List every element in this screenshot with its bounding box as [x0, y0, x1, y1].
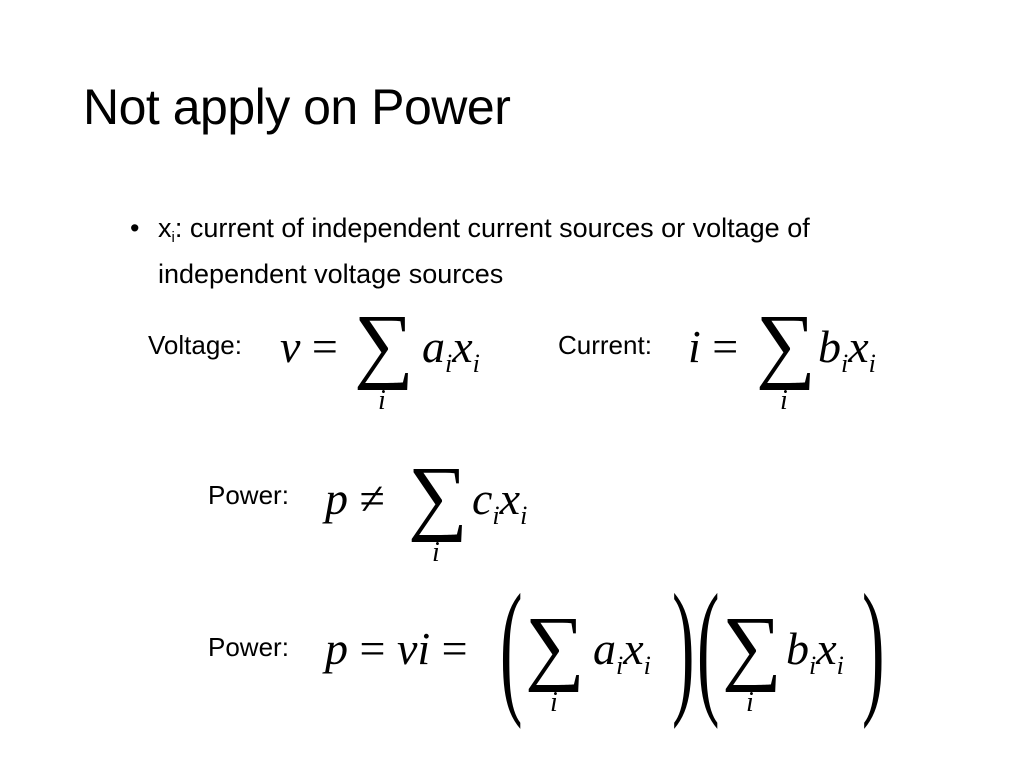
power-eq-coef-2-sub: i	[809, 651, 817, 680]
power-eq-sum-sign-2: ∑	[722, 600, 782, 693]
power-neq-relation: ≠	[359, 473, 385, 524]
right-paren-1: )	[672, 564, 695, 730]
power-eq-relation-2: =	[441, 623, 468, 674]
power-eq-lhs: p	[325, 623, 348, 674]
voltage-lhs: v	[280, 321, 301, 372]
power-eq-label: Power:	[208, 632, 289, 662]
power-neq-sum-index: i	[432, 537, 440, 568]
power-neq-sum-sign: ∑	[408, 450, 468, 543]
power-eq-var-1-sub: i	[643, 651, 651, 680]
current-coef: b	[818, 321, 841, 372]
power-eq-coef-1-sub: i	[616, 651, 624, 680]
voltage-coef: a	[422, 321, 445, 372]
power-eq-var-1: x	[623, 623, 644, 674]
bullet-text: xi: current of independent current sourc…	[158, 210, 938, 292]
voltage-sum-sign: ∑	[354, 298, 414, 391]
voltage-coef-sub: i	[445, 349, 453, 378]
power-eq-coef-1: a	[593, 623, 616, 674]
current-sum-index: i	[780, 385, 788, 416]
current-var-sub: i	[868, 349, 876, 378]
current-coef-sub: i	[841, 349, 849, 378]
voltage-relation: =	[311, 321, 338, 372]
power-eq-sum-sign-1: ∑	[525, 600, 585, 693]
current-lhs: i	[688, 321, 701, 372]
power-eq-coef-2: b	[786, 623, 809, 674]
current-sum-sign: ∑	[756, 298, 816, 391]
bullet-var: x	[158, 213, 172, 243]
power-neq-coef: c	[472, 473, 493, 524]
power-eq-mid: vi	[396, 623, 431, 674]
power-neq-coef-sub: i	[492, 501, 500, 530]
voltage-var-sub: i	[472, 349, 480, 378]
current-label: Current:	[558, 330, 652, 360]
power-neq-lhs: p	[325, 473, 348, 524]
voltage-label: Voltage:	[148, 330, 242, 360]
power-eq-relation-1: =	[359, 623, 386, 674]
bullet-var-subscript: i	[171, 229, 175, 246]
voltage-sum-index: i	[378, 385, 386, 416]
bullet-dot: •	[130, 213, 140, 243]
slide-title: Not apply on Power	[83, 79, 511, 135]
power-eq-var-2: x	[816, 623, 837, 674]
power-neq-var-sub: i	[520, 501, 528, 530]
current-relation: =	[712, 321, 739, 372]
power-neq-label: Power:	[208, 480, 289, 510]
power-eq-sum-index-2: i	[746, 687, 754, 718]
current-var: x	[848, 321, 869, 372]
voltage-var: x	[452, 321, 473, 372]
left-paren-1: (	[500, 564, 523, 730]
power-neq-var: x	[499, 473, 521, 524]
power-eq-var-2-sub: i	[836, 651, 844, 680]
bullet-description: : current of independent current sources…	[158, 213, 810, 289]
left-paren-2: (	[697, 564, 720, 730]
right-paren-2: )	[862, 564, 885, 730]
power-eq-sum-index-1: i	[550, 687, 558, 718]
